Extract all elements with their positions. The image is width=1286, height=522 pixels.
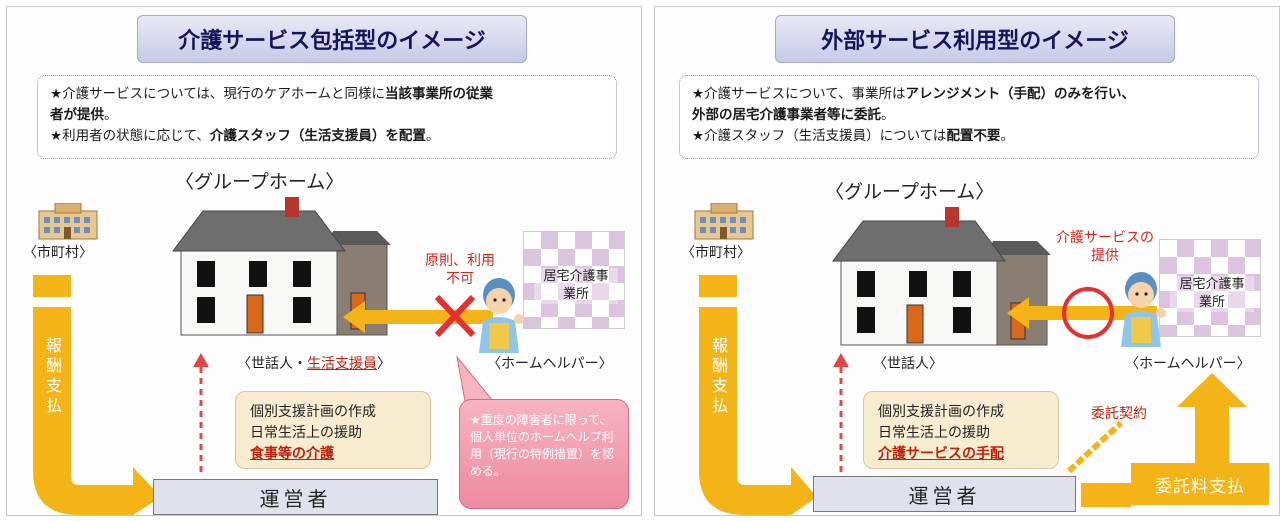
payment-arrow-stub — [33, 275, 71, 297]
desc-text: ★利用者の状態に応じて、 — [50, 128, 210, 144]
up-arrow-icon — [1177, 373, 1247, 465]
desc-text: ★介護サービスについては、現行のケアホームと同様に — [50, 86, 386, 102]
payment-arrow-stub — [699, 275, 737, 297]
left-arrow-icon — [343, 301, 493, 333]
house-icon — [832, 207, 1051, 346]
task-item-highlight: 食事等の介護 — [250, 446, 334, 462]
agency-label: 居宅介護事 業所 — [1170, 276, 1254, 312]
bubble-tail-icon — [456, 355, 495, 402]
group-home-title: 〈グループホーム〉 — [825, 181, 995, 203]
desc-bold: 配置不要 — [946, 128, 1001, 144]
operator-box: 運営者 — [153, 479, 438, 515]
left-arrow-icon — [1007, 297, 1157, 329]
panel-title: 外部サービス利用型のイメージ — [775, 15, 1175, 63]
building-icon — [38, 203, 98, 240]
desc-text: 。 — [1000, 128, 1014, 144]
home-care-agency: 居宅介護事 業所 — [1159, 239, 1261, 337]
desc-text: ★介護サービスについて、事業所は — [692, 86, 906, 102]
cross-mark-icon — [434, 294, 476, 338]
payment-arrow-icon — [699, 445, 817, 515]
contract-label: 委託契約 — [1091, 406, 1147, 422]
task-item: 日常生活上の援助 — [878, 425, 990, 441]
house-caption: 〈世話人〉 — [873, 356, 943, 372]
task-item-highlight: 介護サービスの手配 — [878, 446, 1004, 462]
desc-text: 。 — [881, 107, 895, 123]
agency-label: 居宅介護事 業所 — [534, 268, 618, 304]
not-allowed-label: 原則、利用 不可 — [425, 253, 495, 287]
service-provision-label: 介護サービスの 提供 — [1056, 230, 1154, 264]
task-item: 個別支援計画の作成 — [878, 404, 1004, 420]
desc-bold: 者が提供 — [50, 107, 104, 123]
building-icon — [694, 203, 754, 240]
commission-payment-box: 委託料支払 — [1131, 463, 1269, 505]
task-box: 個別支援計画の作成 日常生活上の援助 介護サービスの手配 — [863, 391, 1059, 469]
operator-box: 運営者 — [813, 476, 1076, 512]
caption-highlight: 生活支援員 — [307, 356, 377, 372]
house-caption: 〈世話人・生活支援員〉 — [237, 356, 391, 372]
desc-text: 。 — [104, 107, 118, 123]
up-arrow-icon — [193, 353, 209, 475]
house-icon — [172, 197, 391, 336]
payment-box: 報酬支払 — [33, 307, 71, 447]
up-arrow-icon — [833, 353, 849, 475]
desc-bold: 当該事業所の従業 — [385, 86, 494, 102]
municipality-label: 〈市町村〉 — [681, 245, 751, 261]
payment-arrow-icon — [33, 445, 161, 515]
helper-person-icon — [1121, 272, 1166, 347]
special-measure-bubble: ★重度の障害者に限って、個人単位のホームヘルプ利用（現行の特例措置）を認める。 — [459, 399, 629, 509]
municipality-label: 〈市町村〉 — [23, 245, 93, 261]
helper-caption: 〈ホームヘルパー〉 — [487, 356, 613, 372]
task-box: 個別支援計画の作成 日常生活上の援助 食事等の介護 — [235, 391, 431, 469]
circle-mark-icon — [1062, 287, 1114, 339]
panel-title: 介護サービス包括型のイメージ — [137, 15, 527, 63]
desc-bold: 介護スタッフ（生活支援員）を配置 — [209, 128, 426, 144]
desc-text: ★介護スタッフ（生活支援員）については — [692, 128, 947, 144]
desc-text: 。 — [425, 128, 440, 144]
payment-box: 報酬支払 — [699, 307, 737, 447]
panel-external-service: 外部サービス利用型のイメージ ★介護サービスについて、事業所はアレンジメント（手… — [654, 6, 1280, 516]
panel-service-inclusive: 介護サービス包括型のイメージ ★介護サービスについては、現行のケアホームと同様に… — [6, 6, 642, 516]
helper-caption: 〈ホームヘルパー〉 — [1125, 356, 1251, 372]
group-home-title: 〈グループホーム〉 — [175, 171, 345, 193]
desc-bold: 外部の居宅介護事業者等に委託 — [692, 107, 881, 123]
desc-bold: アレンジメント（手配）のみを行い、 — [905, 86, 1136, 102]
description-box: ★介護サービスについては、現行のケアホームと同様に当該事業所の従業 者が提供。 … — [37, 75, 617, 159]
task-item: 日常生活上の援助 — [250, 425, 362, 441]
task-item: 個別支援計画の作成 — [250, 404, 376, 420]
payment-connector — [1081, 483, 1131, 507]
contract-link-icon — [1066, 420, 1124, 474]
description-box: ★介護サービスについて、事業所はアレンジメント（手配）のみを行い、 外部の居宅介… — [679, 75, 1259, 159]
helper-person-icon — [479, 278, 524, 353]
home-care-agency: 居宅介護事 業所 — [523, 231, 625, 329]
